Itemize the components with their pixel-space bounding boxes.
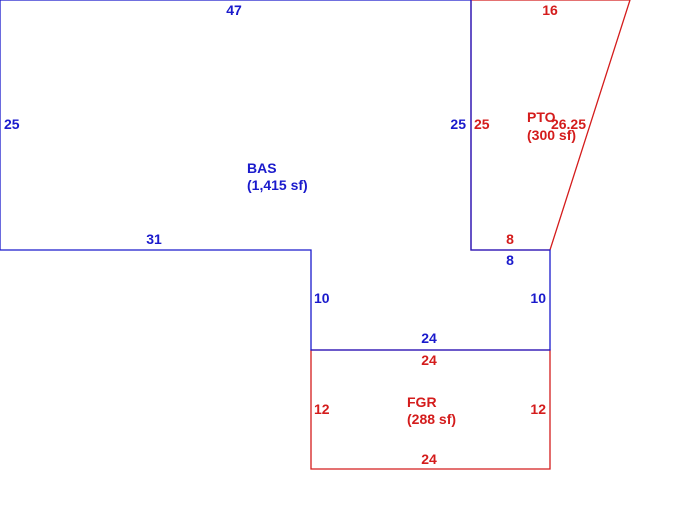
- bas-inner-right-dimension: 25: [450, 116, 466, 132]
- pto-name-label: PTO: [527, 109, 556, 125]
- fgr-area-label: (288 sf): [407, 411, 456, 427]
- bas-right-dimension: 10: [530, 290, 546, 306]
- pto-diagonal-dimension: 26.25: [551, 116, 586, 132]
- bas-step-dimension: 8: [506, 252, 514, 268]
- bas-outline: [0, 0, 551, 351]
- bas-bottom-dimension: 24: [421, 330, 437, 346]
- bas-bottom-left-dimension: 31: [146, 231, 162, 247]
- pto-bottom-dimension: 8: [506, 231, 514, 247]
- bas-name-label: BAS: [247, 160, 277, 176]
- fgr-top-dimension: 24: [421, 352, 437, 368]
- bas-left-dimension: 25: [4, 116, 20, 132]
- fgr-left-dimension: 12: [314, 401, 330, 417]
- fgr-name-label: FGR: [407, 394, 437, 410]
- bas-area-label: (1,415 sf): [247, 177, 308, 193]
- bas-top-dimension: 47: [226, 2, 242, 18]
- pto-top-dimension: 16: [542, 2, 558, 18]
- bas-inner-left-dimension: 10: [314, 290, 330, 306]
- pto-area-label: (300 sf): [527, 127, 576, 143]
- fgr-bottom-dimension: 24: [421, 451, 437, 467]
- pto-left-dimension: 25: [474, 116, 490, 132]
- fgr-right-dimension: 12: [530, 401, 546, 417]
